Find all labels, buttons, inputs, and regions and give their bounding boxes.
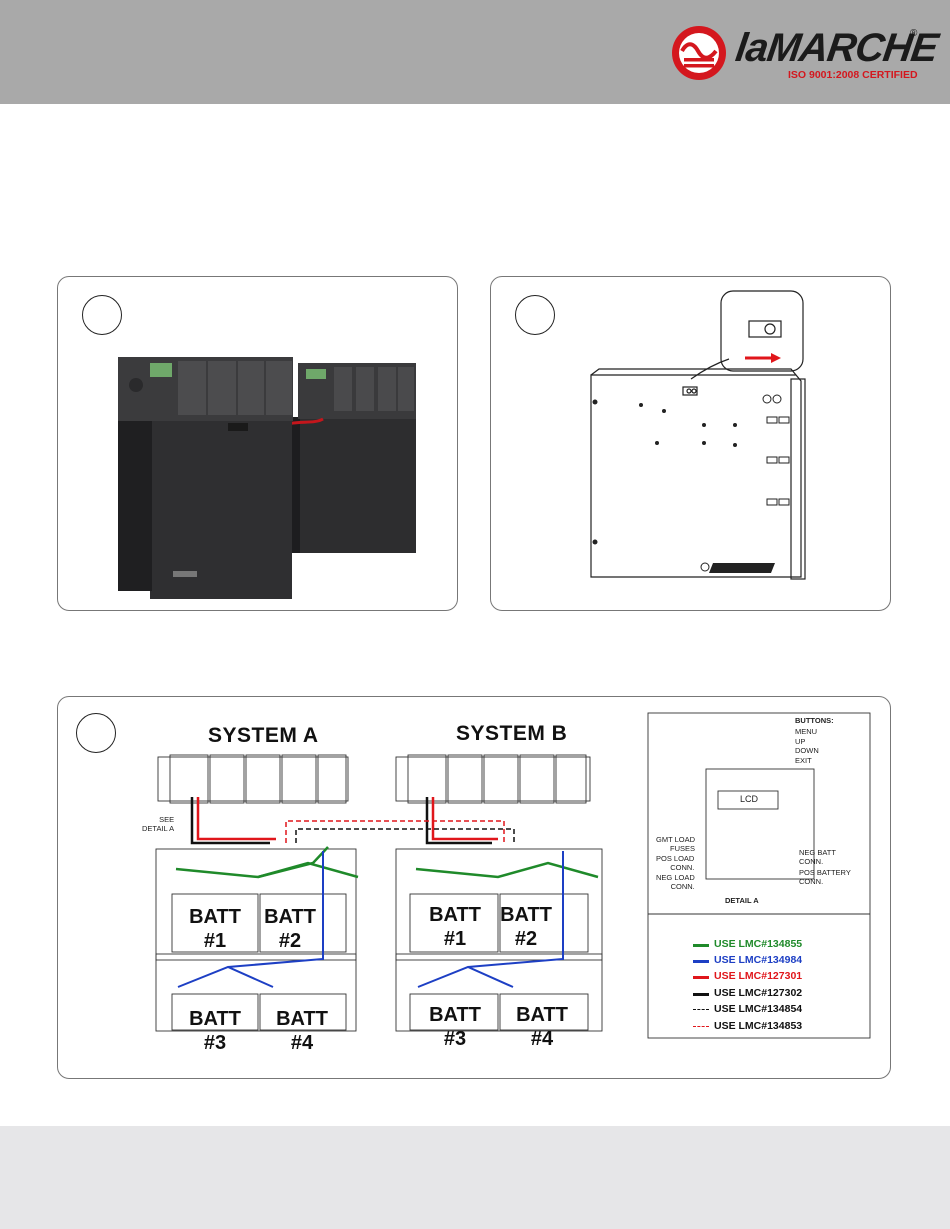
system-b-battery-4-label: BATT#4 xyxy=(516,1004,568,1050)
battery-3-label: BATT#3 xyxy=(189,1008,241,1054)
legend-swatch-green xyxy=(693,944,709,947)
battery-4-label: BATT#4 xyxy=(276,1008,328,1054)
lamarche-logo: laMARCHE ® ISO 9001:2008 CERTIFIED xyxy=(670,24,940,84)
battery-2-label: BATT#2 xyxy=(264,906,316,952)
legend-swatch-blue xyxy=(693,960,709,963)
legend-swatch-red-dashed xyxy=(693,1026,709,1027)
legend-swatch-black-dashed xyxy=(693,1009,709,1010)
neg-load-conn-label: NEG LOAD CONN. xyxy=(656,873,695,891)
step2-number-circle xyxy=(515,295,555,335)
footer-band xyxy=(0,1126,950,1229)
button-exit-label: EXIT xyxy=(795,756,812,765)
step2-panel xyxy=(490,276,891,611)
legend-item: USE LMC#127302 xyxy=(693,987,893,1001)
legend-item: USE LMC#134855 xyxy=(693,938,893,952)
gmt-load-fuses-label: GMT LOAD FUSES xyxy=(656,835,696,853)
system-a-title: SYSTEM A xyxy=(208,724,319,747)
step3-panel: SYSTEM A SYSTEM B xyxy=(57,696,891,1079)
legend-item: USE LMC#134854 xyxy=(693,1003,893,1017)
step3-number-circle xyxy=(76,713,116,753)
logo-wordmark: laMARCHE xyxy=(732,26,941,70)
legend-item: USE LMC#134853 xyxy=(693,1020,893,1034)
header-band xyxy=(0,0,950,104)
logo-registered-mark: ® xyxy=(910,28,918,39)
wiring-diagram xyxy=(155,712,871,1039)
buttons-title: BUTTONS: xyxy=(795,716,834,725)
cable-legend: USE LMC#134855 USE LMC#134984 USE LMC#12… xyxy=(693,938,863,1034)
see-detail-note: SEE DETAIL A xyxy=(142,815,175,833)
legend-item: USE LMC#127301 xyxy=(693,970,893,984)
lcd-label: LCD xyxy=(740,794,759,804)
enclosure-drawing xyxy=(590,290,806,580)
system-b-battery-2-label: BATT#2 xyxy=(500,904,552,950)
system-b-battery-3-label: BATT#3 xyxy=(429,1004,481,1050)
system-b-title: SYSTEM B xyxy=(456,722,568,745)
button-up-label: UP xyxy=(795,737,806,746)
button-menu-label: MENU xyxy=(795,727,818,736)
lamarche-emblem-icon xyxy=(672,26,726,80)
iso-certification: ISO 9001:2008 CERTIFIED xyxy=(788,69,918,81)
legend-item: USE LMC#134984 xyxy=(693,954,893,968)
step1-number-circle xyxy=(82,295,122,335)
pos-load-conn-label: POS LOAD CONN. xyxy=(656,854,695,872)
system-photo xyxy=(118,357,416,599)
legend-swatch-red xyxy=(693,976,709,979)
system-b-battery-1-label: BATT#1 xyxy=(429,904,481,950)
button-down-label: DOWN xyxy=(795,746,819,755)
legend-swatch-black xyxy=(693,993,709,996)
pos-battery-conn-label: POS BATTERY CONN. xyxy=(799,868,851,886)
neg-batt-conn-label: NEG BATT CONN. xyxy=(799,848,836,866)
detail-a-caption: DETAIL A xyxy=(725,896,759,905)
battery-1-label: BATT#1 xyxy=(189,906,241,952)
step1-panel xyxy=(57,276,458,611)
